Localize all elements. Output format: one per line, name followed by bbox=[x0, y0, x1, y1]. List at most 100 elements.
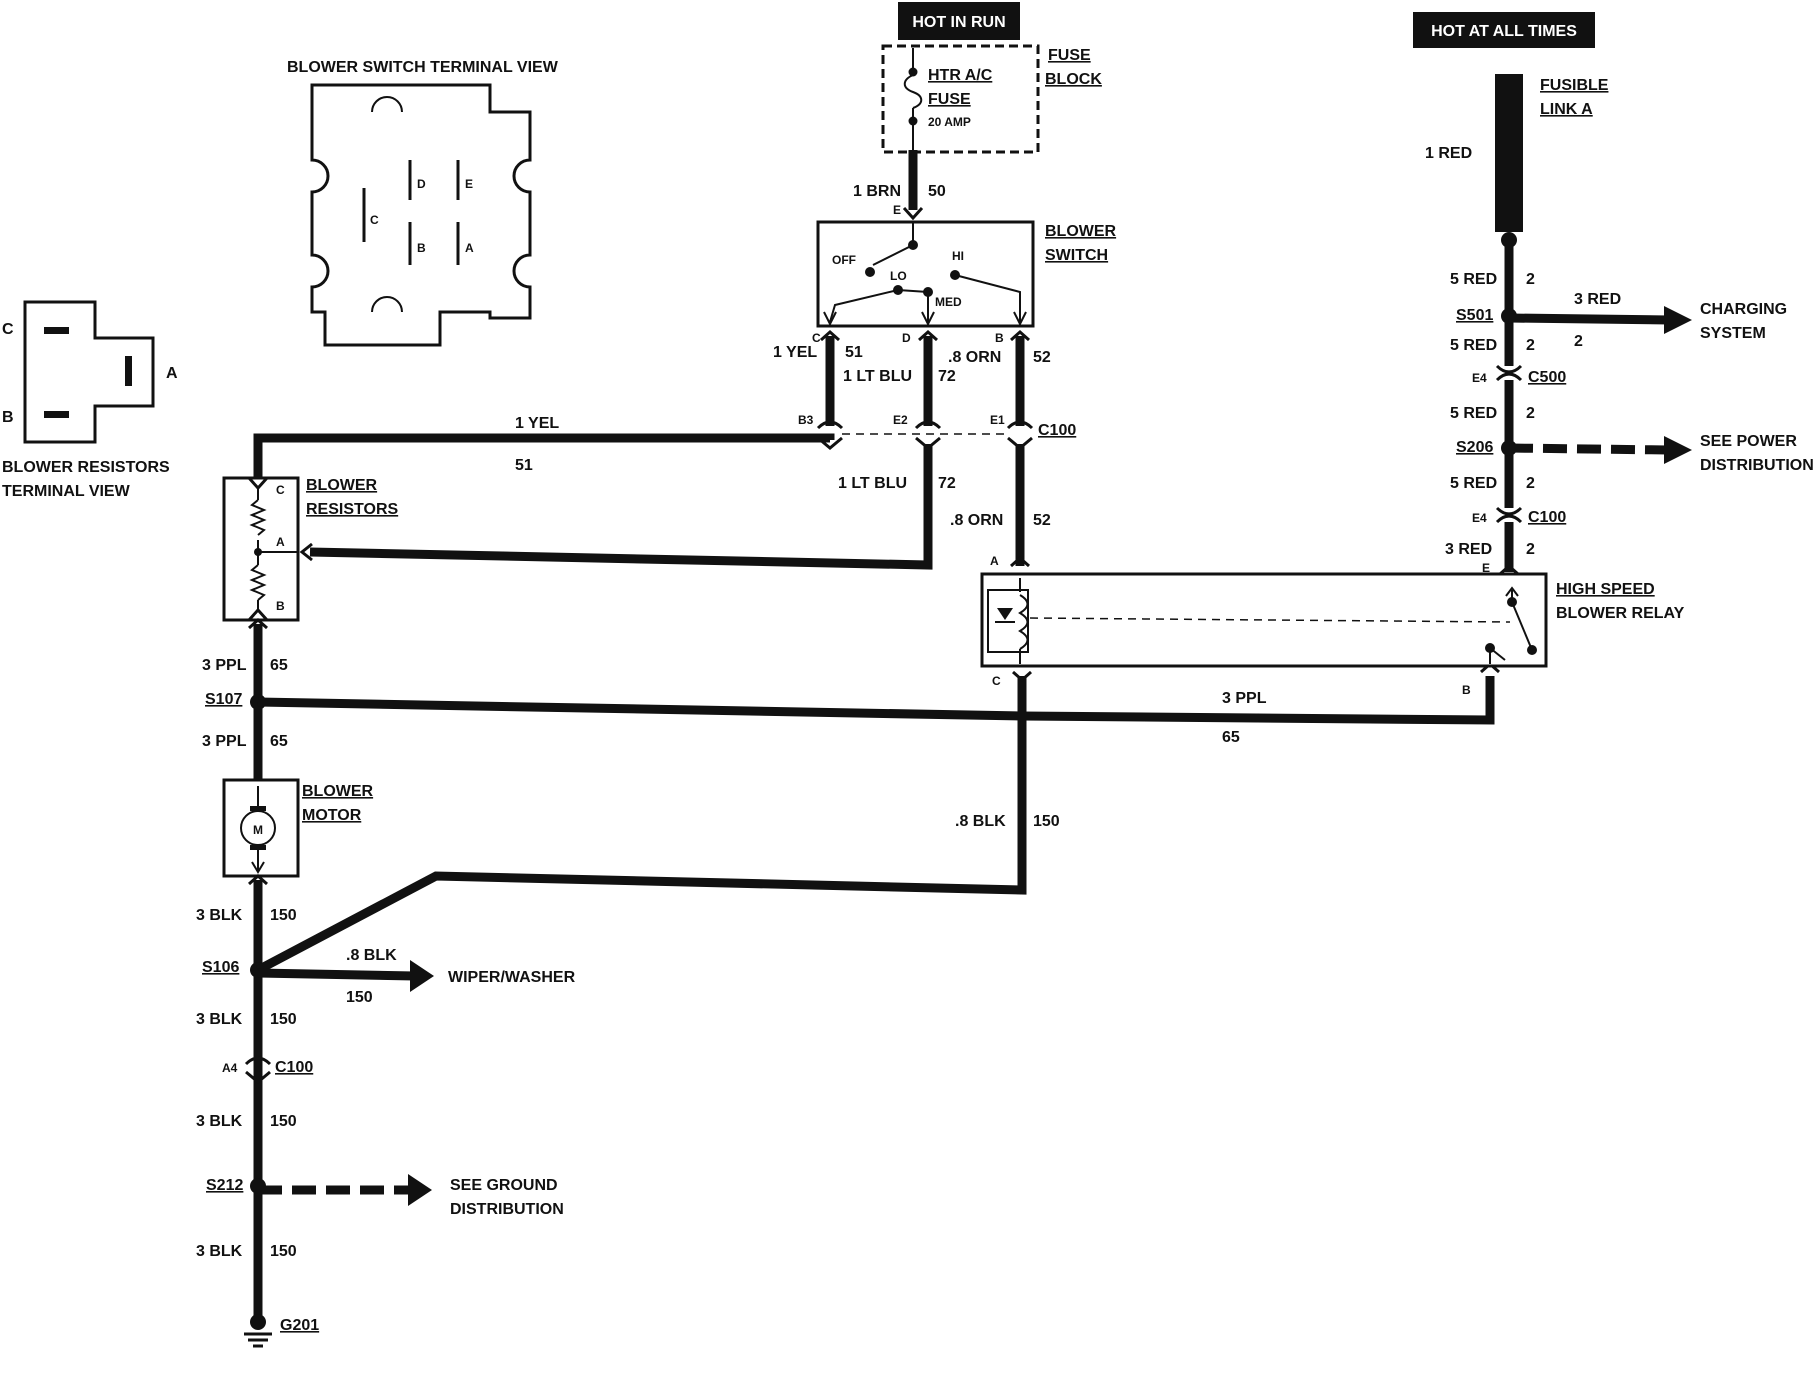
wire-blk8-circuit-wiper: 150 bbox=[346, 989, 373, 1006]
splice-s212: S212 bbox=[206, 1177, 243, 1194]
wire-red5-circuit-1: 2 bbox=[1526, 271, 1535, 288]
wire-red3-size-charging: 3 RED bbox=[1574, 291, 1621, 308]
wire-red5-circuit-3: 2 bbox=[1526, 405, 1535, 422]
wire-orn-52-lower: .8 ORN 52 A bbox=[950, 444, 1051, 568]
connector-e1: E1 bbox=[990, 413, 1005, 427]
switch-terminal-e-label: E bbox=[893, 203, 901, 217]
switch-view-terminal-b: B bbox=[417, 241, 426, 255]
fuse-label-2: FUSE bbox=[928, 91, 971, 108]
wire-ppl-circuit-2: 65 bbox=[270, 733, 288, 750]
switch-view-terminal-c: C bbox=[370, 213, 379, 227]
hot-in-run-text: HOT IN RUN bbox=[912, 14, 1005, 31]
connector-e2: E2 bbox=[893, 413, 908, 427]
blower-resistors-terminal-view: C A B BLOWER RESISTORS TERMINAL VIEW bbox=[2, 300, 178, 500]
wire-ltblu-circuit-lower: 72 bbox=[938, 475, 956, 492]
wire-ltblu-72-lower: 1 LT BLU 72 bbox=[299, 444, 956, 570]
wire-orn-52-upper: .8 ORN 52 bbox=[948, 329, 1051, 426]
resistor-terminal-b: B bbox=[276, 599, 285, 613]
power-dist-label-1: SEE POWER bbox=[1700, 433, 1797, 450]
switch-terminal-c: C bbox=[812, 331, 821, 345]
wire-ppl-circuit-1: 65 bbox=[270, 657, 288, 674]
wire-red3-circuit-charging: 2 bbox=[1574, 333, 1583, 350]
wire-brn-circuit: 50 bbox=[928, 183, 946, 200]
wire-blk-size-2: 3 BLK bbox=[196, 1011, 243, 1028]
wire-ltblu-size-upper: 1 LT BLU bbox=[843, 368, 912, 385]
wire-ppl-size-2: 3 PPL bbox=[202, 733, 247, 750]
fusible-link-wire: 1 RED bbox=[1425, 145, 1472, 162]
ground-label: G201 bbox=[280, 1317, 319, 1334]
splice-s206: S206 bbox=[1456, 439, 1493, 456]
wire-red-2-column: 5 RED 2 S501 5 RED 2 E4 C500 5 RED 2 S20… bbox=[1445, 240, 1566, 576]
wire-ppl-65-right: 3 PPL 65 B bbox=[257, 661, 1500, 746]
charging-label-1: CHARGING bbox=[1700, 301, 1787, 318]
wire-blk-size-3: 3 BLK bbox=[196, 1113, 243, 1130]
resistor-terminal-a: A bbox=[276, 535, 285, 549]
wire-blk8-150-wiper: .8 BLK 150 WIPER/WASHER bbox=[257, 947, 576, 1006]
wire-blk-size-4: 3 BLK bbox=[196, 1243, 243, 1260]
relay-terminal-a: A bbox=[990, 554, 999, 568]
blower-switch: BLOWER SWITCH OFF LO HI MED bbox=[816, 220, 1117, 328]
fusible-link-label-2: LINK A bbox=[1540, 101, 1593, 118]
wire-blk8-circuit-relay: 150 bbox=[1033, 813, 1060, 830]
fusible-link-label-1: FUSIBLE bbox=[1540, 77, 1609, 94]
splice-s106: S106 bbox=[202, 959, 239, 976]
wire-ltblu-size-lower: 1 LT BLU bbox=[838, 475, 907, 492]
wire-blk-size-1: 3 BLK bbox=[196, 907, 243, 924]
wire-blk-circuit-2: 150 bbox=[270, 1011, 297, 1028]
resistor-view-title-2: TERMINAL VIEW bbox=[2, 483, 131, 500]
connector-c100-right: C100 bbox=[1528, 509, 1566, 526]
blower-motor-label-2: MOTOR bbox=[302, 807, 362, 824]
relay-terminal-c: C bbox=[992, 674, 1001, 688]
fuse-rating: 20 AMP bbox=[928, 115, 971, 129]
fuse-block-label-1: FUSE bbox=[1048, 47, 1091, 64]
switch-pos-med: MED bbox=[935, 295, 962, 309]
blower-switch-label-2: SWITCH bbox=[1045, 247, 1108, 264]
charging-system-branch: 3 RED 2 CHARGING SYSTEM bbox=[1508, 291, 1787, 350]
wire-ppl-size-1: 3 PPL bbox=[202, 657, 247, 674]
wire-yel-circuit-upper: 51 bbox=[845, 344, 863, 361]
relay-terminal-e: E bbox=[1482, 561, 1490, 575]
wiper-washer-label: WIPER/WASHER bbox=[448, 969, 576, 986]
resistor-view-terminal-c: C bbox=[2, 321, 14, 338]
connector-e4-c500: E4 bbox=[1472, 371, 1487, 385]
wire-red5-size-1: 5 RED bbox=[1450, 271, 1497, 288]
blower-resistors-label-2: RESISTORS bbox=[306, 501, 399, 518]
fuse-block: HTR A/C FUSE 20 AMP FUSE BLOCK bbox=[881, 44, 1102, 154]
blower-switch-terminal-view: BLOWER SWITCH TERMINAL VIEW C D E B A bbox=[287, 59, 559, 347]
wire-red5-size-3: 5 RED bbox=[1450, 405, 1497, 422]
splice-s107: S107 bbox=[205, 691, 242, 708]
wire-yel-size-upper: 1 YEL bbox=[773, 344, 817, 361]
relay-terminal-b: B bbox=[1462, 683, 1471, 697]
resistor-view-terminal-b: B bbox=[2, 409, 14, 426]
connector-a4: A4 bbox=[222, 1061, 238, 1075]
wire-red3-size: 3 RED bbox=[1445, 541, 1492, 558]
fuse-label-1: HTR A/C bbox=[928, 67, 993, 84]
switch-pos-off: OFF bbox=[832, 253, 856, 267]
wire-blk8-150-relay: .8 BLK 150 C bbox=[255, 670, 1060, 974]
switch-view-terminal-a: A bbox=[465, 241, 474, 255]
power-dist-label-2: DISTRIBUTION bbox=[1700, 457, 1814, 474]
connector-e4-c100: E4 bbox=[1472, 511, 1487, 525]
blower-motor: M BLOWER MOTOR bbox=[222, 778, 374, 878]
wire-ltblu-72-upper: 1 LT BLU 72 bbox=[843, 329, 956, 426]
wire-brn-50: 1 BRN 50 E bbox=[853, 150, 946, 221]
wire-red5-circuit-4: 2 bbox=[1526, 475, 1535, 492]
wire-brn-size: 1 BRN bbox=[853, 183, 901, 200]
ground-dist-label-1: SEE GROUND bbox=[450, 1177, 558, 1194]
wire-blk-circuit-4: 150 bbox=[270, 1243, 297, 1260]
connector-c500: C500 bbox=[1528, 369, 1566, 386]
connector-c100-row: B3 E2 E1 C100 bbox=[798, 413, 1076, 450]
wire-blk-circuit-1: 150 bbox=[270, 907, 297, 924]
hot-in-run-banner: HOT IN RUN bbox=[898, 2, 1020, 40]
fuse-block-label-2: BLOCK bbox=[1045, 71, 1102, 88]
wire-red3-circuit: 2 bbox=[1526, 541, 1535, 558]
blower-switch-view-title: BLOWER SWITCH TERMINAL VIEW bbox=[287, 59, 559, 76]
wire-ltblu-circuit-upper: 72 bbox=[938, 368, 956, 385]
wire-blk8-size-wiper: .8 BLK bbox=[346, 947, 397, 964]
switch-view-terminal-e: E bbox=[465, 177, 473, 191]
fusible-link-a: FUSIBLE LINK A 1 RED bbox=[1425, 74, 1609, 248]
wire-orn-circuit-upper: 52 bbox=[1033, 349, 1051, 366]
wire-red5-size-2: 5 RED bbox=[1450, 337, 1497, 354]
relay-label-1: HIGH SPEED bbox=[1556, 581, 1655, 598]
splice-s501: S501 bbox=[1456, 307, 1493, 324]
